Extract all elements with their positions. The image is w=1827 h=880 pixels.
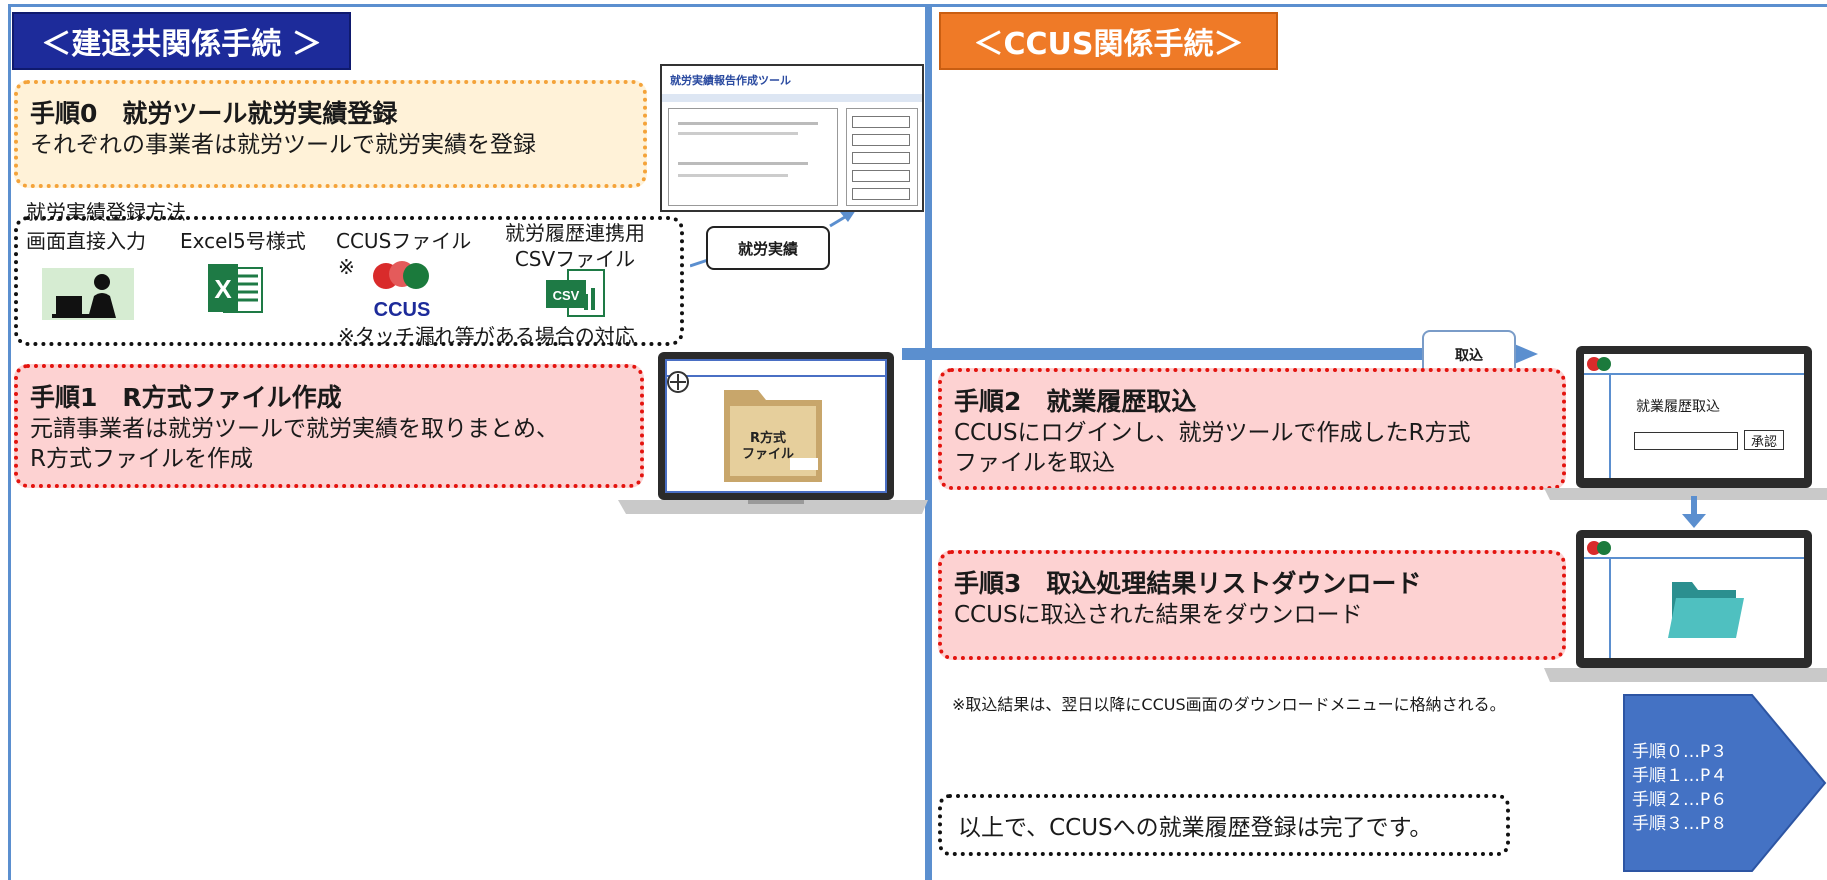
- result-note: ※取込結果は、翌日以降にCCUS画面のダウンロードメニューに格納される。: [952, 695, 1506, 714]
- left-section-header: ＜建退共関係手続 ＞: [12, 12, 351, 70]
- ccus-asterisk: ※: [338, 255, 355, 279]
- step2-title: 手順2 就業履歴取込: [954, 387, 1197, 416]
- right-section-header: ＜CCUS関係手続＞: [939, 12, 1278, 70]
- method-csv-label: 就労履歴連携用 CSVファイル: [505, 220, 645, 272]
- method-csv-label-line2: CSVファイル: [514, 247, 636, 271]
- step1-title: 手順1 R方式ファイル作成: [30, 383, 342, 412]
- excel-icon: X: [208, 264, 263, 313]
- ccus-logo-icon: CCUS: [373, 261, 431, 320]
- step1-box: 手順1 R方式ファイル作成 元請事業者は就労ツールで就労実績を取りまとめ、 R方…: [14, 364, 644, 488]
- down-arrow: [1682, 496, 1706, 528]
- import-input-field[interactable]: [1634, 432, 1738, 450]
- methods-note: ※タッチ漏れ等がある場合の対応: [338, 324, 635, 348]
- index-item: 手順３…P８: [1632, 814, 1728, 834]
- left-panel-frame: [8, 4, 928, 880]
- index-item: 手順０…P３: [1632, 742, 1728, 762]
- methods-caption: 就労実績登録方法: [26, 200, 186, 224]
- methods-box: [14, 216, 684, 346]
- step1-body-line1: 元請事業者は就労ツールで就労実績を取りまとめ、: [30, 416, 559, 442]
- step3-title: 手順3 取込処理結果リストダウンロード: [954, 569, 1422, 598]
- page-index-arrow: [1623, 694, 1827, 872]
- method-csv-label-line1: 就労履歴連携用: [505, 221, 645, 245]
- thumb-menubar: [662, 94, 922, 102]
- step2-box: 手順2 就業履歴取込 CCUSにログインし、就労ツールで作成したR方式 ファイル…: [938, 368, 1566, 490]
- csv-icon-text: CSV: [553, 288, 580, 303]
- folder-label-line2: ファイル: [742, 447, 794, 462]
- step2-body-line1: CCUSにログインし、就労ツールで作成したR方式: [954, 420, 1471, 446]
- import-screen-title: 就業履歴取込: [1636, 399, 1720, 415]
- thumb-title: 就労実績報告作成ツール: [670, 74, 791, 87]
- work-results-callout: 就労実績: [706, 226, 830, 270]
- ccus-logo-text: CCUS: [374, 299, 431, 320]
- method-excel-label: Excel5号様式: [180, 229, 306, 253]
- step0-body: それぞれの事業者は就労ツールで就労実績を登録: [30, 132, 536, 158]
- step2-body-line2: ファイルを取込: [954, 450, 1115, 476]
- laptop-ccus-import: [1544, 346, 1827, 500]
- method-ccus-file-label: CCUSファイル: [336, 229, 472, 253]
- step0-box: 手順0 就労ツール就労実績登録 それぞれの事業者は就労ツールで就労実績を登録: [14, 80, 647, 188]
- step0-title: 手順0 就労ツール就労実績登録: [30, 99, 398, 128]
- right-panel-frame: [928, 4, 1827, 880]
- callout-arrow: [690, 210, 856, 268]
- index-item: 手順２…P６: [1632, 790, 1728, 810]
- csv-icon: CSV: [546, 269, 605, 317]
- index-item: 手順１…P４: [1632, 766, 1728, 786]
- person-at-computer-icon: [42, 268, 134, 320]
- method-direct-input-label: 画面直接入力: [26, 229, 146, 253]
- step1-body-line2: R方式ファイルを作成: [30, 446, 253, 472]
- laptop-r-file: R方式 ファイル: [618, 352, 928, 514]
- laptop-download: [1544, 530, 1827, 682]
- approve-button[interactable]: 承認: [1744, 430, 1784, 450]
- page-index-list: 手順０…P３ 手順１…P４ 手順２…P６ 手順３…P８: [1632, 740, 1727, 836]
- tool-screenshot-thumbnail: 就労実績報告作成ツール: [660, 64, 924, 212]
- thumb-form-area: [668, 108, 838, 206]
- thumb-side-menu: [846, 108, 918, 206]
- folder-label-line1: R方式: [750, 430, 786, 446]
- svg-text:X: X: [214, 274, 232, 304]
- step3-box: 手順3 取込処理結果リストダウンロード CCUSに取込された結果をダウンロード: [938, 550, 1566, 660]
- step3-body: CCUSに取込された結果をダウンロード: [954, 602, 1363, 628]
- completion-box: 以上で、CCUSへの就業履歴登録は完了です。: [938, 794, 1510, 856]
